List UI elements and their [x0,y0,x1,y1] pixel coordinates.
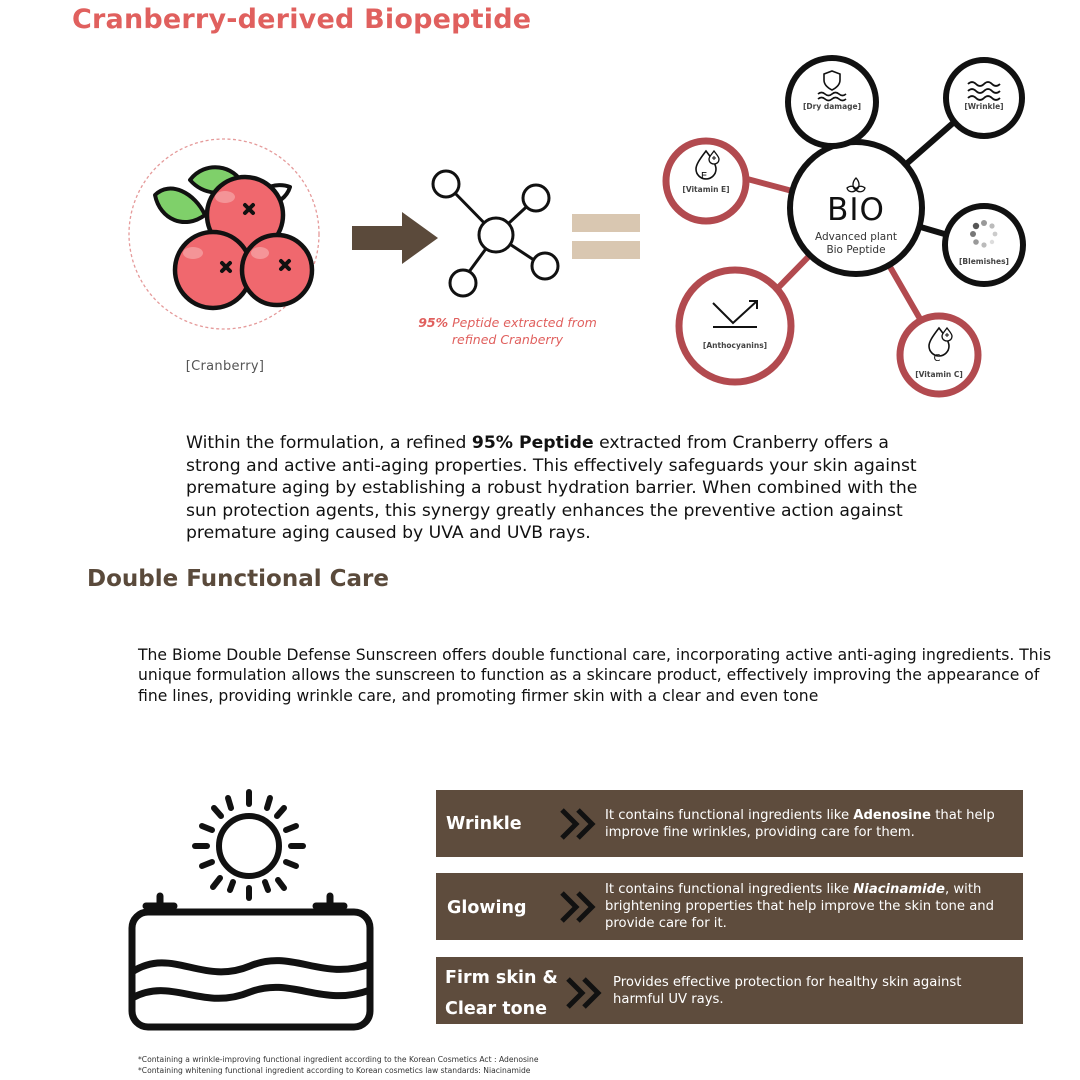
benefit-text-glowing-after: , with brightening properties that help … [605,882,995,931]
bio-title: BIO [827,192,885,228]
cranberry-illustration [128,138,320,330]
wrinkle-wave-icon [967,81,1001,101]
node-label-vitamin-e: [Vitamin E] [682,185,730,194]
node-label-wrinkle: [Wrinkle] [964,102,1004,111]
flower-icon [846,177,866,193]
benefit-band-glowing: Glowing It contains functional ingredien… [436,873,1023,940]
section-title-double-care: Double Functional Care [87,566,389,592]
benefit-text-wrinkle: It contains functional ingredients like … [605,807,1010,841]
benefit-text-glowing: It contains functional ingredients like … [605,881,1010,932]
benefit-title-wrinkle: Wrinkle [446,814,522,834]
benefit-text-glowing-before: It contains functional ingredients like [605,882,854,897]
trend-down-icon [712,300,758,328]
benefit-title-firm-skin: Firm skin & Clear tone [445,963,558,1025]
biopeptide-description: Within the formulation, a refined 95% Pe… [186,432,946,545]
biopeptide-description-bold: 95% Peptide [471,433,594,453]
node-label-anthocyanins: [Anthocyanins] [702,341,768,350]
bio-subtitle: Advanced plant Bio Peptide [796,231,916,257]
peptide-caption-bold: 95% [418,315,449,330]
peptide-caption: 95% Peptide extracted from refined Cranb… [405,314,610,348]
cranberry-caption: [Cranberry] [185,359,265,374]
footnote-adenosine: *Containing a wrinkle-improving function… [138,1055,539,1064]
benefit-band-firm-skin: Firm skin & Clear tone Provides effectiv… [436,957,1023,1024]
benefit-text-glowing-bold: Niacinamide [853,882,945,897]
bio-subtitle-line2: Bio Peptide [826,244,886,256]
sun-skin-icon [128,789,374,1031]
benefit-band-wrinkle: Wrinkle It contains functional ingredien… [436,790,1023,857]
node-label-vitamin-c: [Vitamin C] [915,370,963,379]
node-label-dry-damage: [Dry damage] [802,102,862,111]
benefit-text-wrinkle-bold: Adenosine [853,808,932,823]
vitamin-c-letter: C [934,353,941,364]
footnote-niacinamide: *Containing whitening functional ingredi… [138,1066,531,1075]
shield-icon [817,70,847,102]
benefit-text-wrinkle-after: that help improve fine wrinkles, providi… [605,808,995,840]
molecule-icon [431,169,560,298]
benefit-title-glowing: Glowing [447,898,527,918]
vitamin-c-droplet-icon [928,326,953,357]
bio-subtitle-line1: Advanced plant [815,231,897,243]
biopeptide-description-part2: extracted from Cranberry offers a strong… [186,433,918,543]
bio-peptide-diagram: E C [662,55,1026,398]
section-title-biopeptide: Cranberry-derived Biopeptide [72,4,532,35]
benefit-text-firm-skin: Provides effective protection for health… [613,975,962,1007]
arrow-right-icon [352,212,438,264]
benefit-title-firm-skin-line2: Clear tone [445,999,547,1019]
benefit-title-firm-skin-line1: Firm skin & [445,968,558,988]
leaf-icon [153,186,207,225]
blemishes-icon [970,220,998,248]
vitamin-e-droplet-icon [695,149,720,180]
equals-icon [572,214,640,259]
biopeptide-description-part1: Within the formulation, a refined [186,433,472,453]
node-label-blemishes: [Blemishes] [959,257,1009,266]
benefit-text-wrinkle-before: It contains functional ingredients like [605,808,854,823]
double-chevron-icon [560,808,596,840]
vitamin-e-letter: E [701,171,707,182]
peptide-caption-text: Peptide extracted from refined Cranberry [448,315,597,347]
double-care-description: The Biome Double Defense Sunscreen offer… [138,646,1052,705]
double-chevron-icon [566,977,602,1009]
double-chevron-icon [560,891,596,923]
